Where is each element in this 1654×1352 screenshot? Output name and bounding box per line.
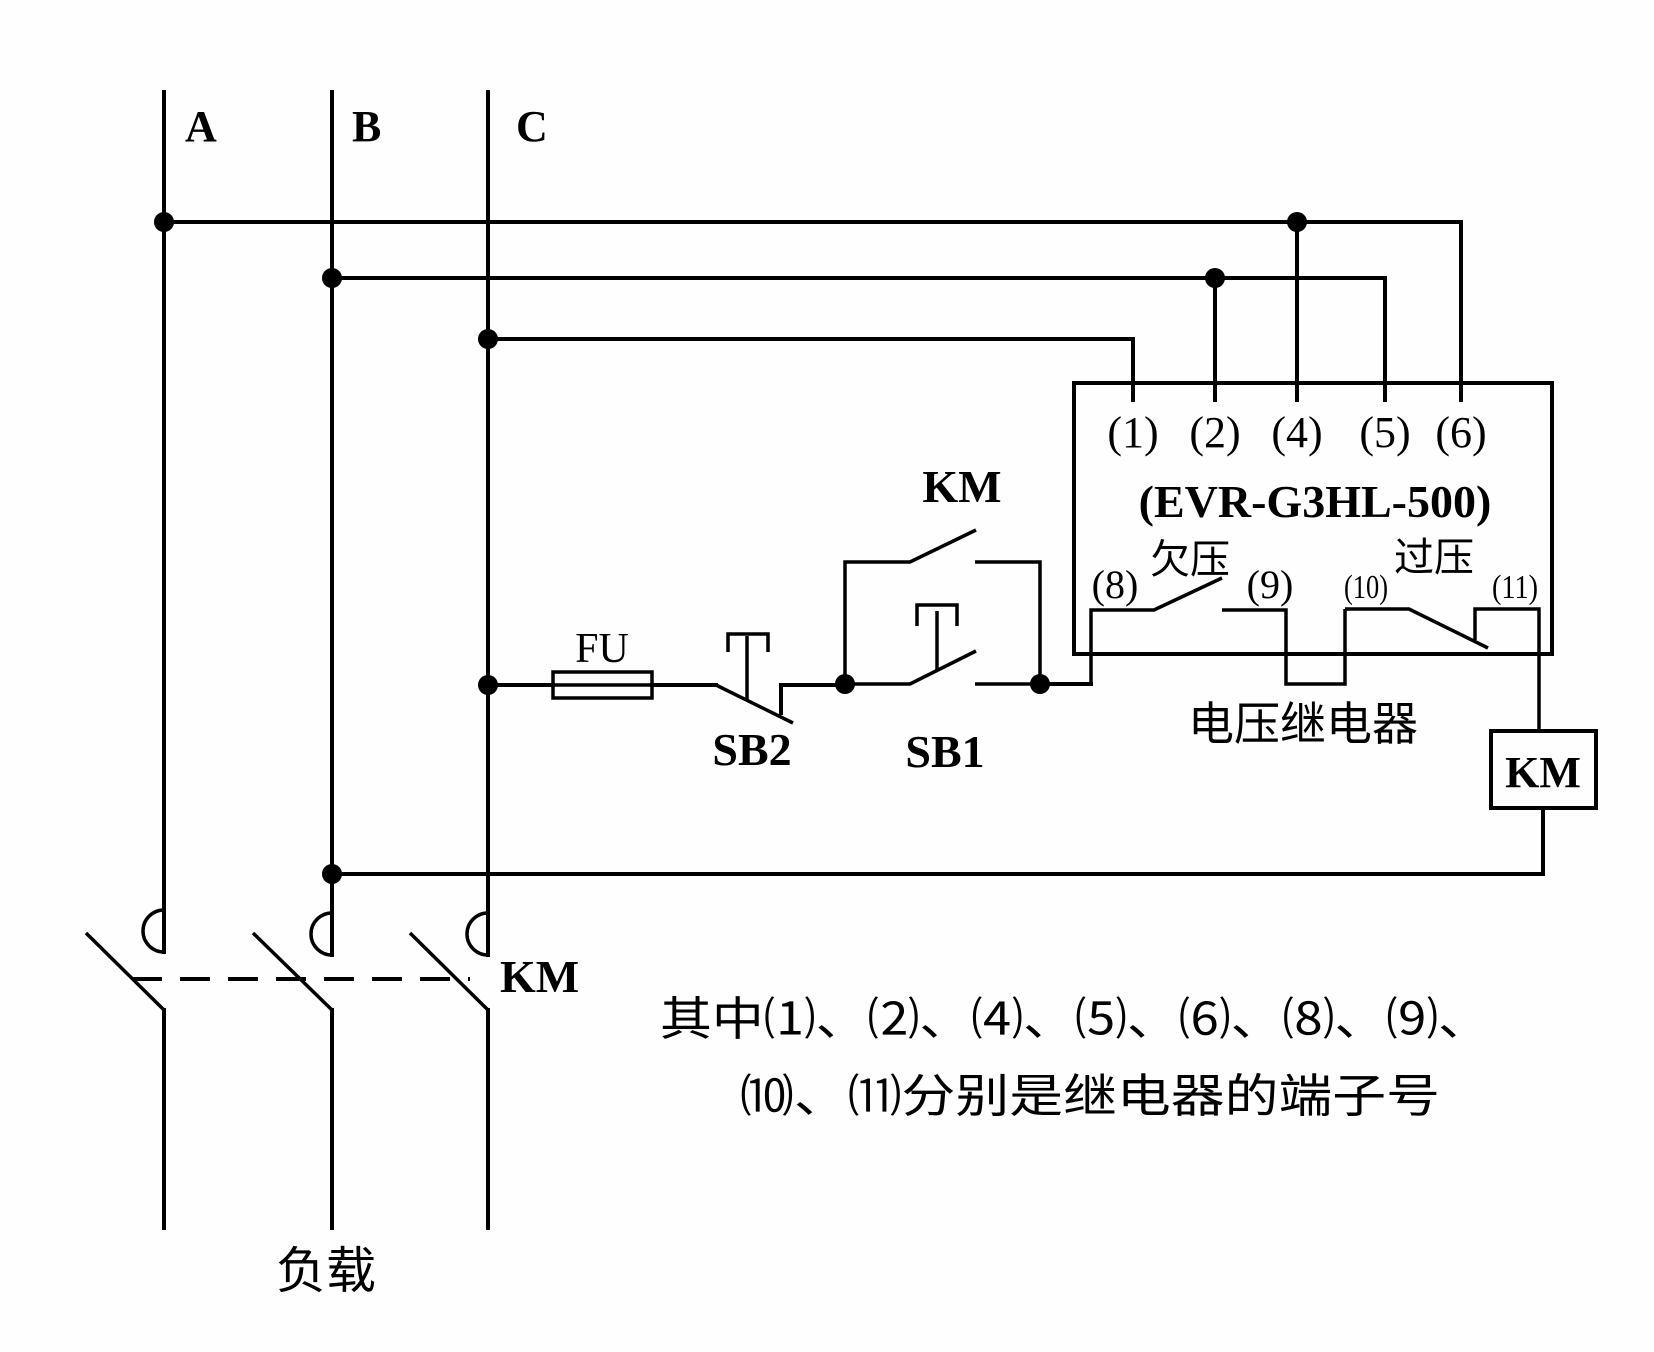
load-label: 负载 <box>276 1242 376 1300</box>
contactor-blade-a <box>84 931 166 1012</box>
terminal-9-label: (9) <box>1247 562 1294 607</box>
junction-dot-return <box>322 864 342 884</box>
phase-lines <box>162 90 490 1230</box>
terminal-4-label: (4) <box>1271 408 1322 457</box>
junction-dot-b <box>322 268 342 288</box>
km-coil-label: KM <box>1505 748 1581 797</box>
coil-return-wire <box>330 806 1545 876</box>
sb1-contact-left <box>845 649 977 686</box>
km-aux-left <box>843 528 977 684</box>
phase-b-label: B <box>352 102 381 151</box>
contactor-arc-b <box>309 911 333 957</box>
terminal-11-label: (11) <box>1492 569 1538 606</box>
note-line-1: 其中⑴、⑵、⑷、⑸、⑹、⑻、⑼、 <box>660 992 1490 1046</box>
contactor-arc-c <box>465 911 489 957</box>
sb2-contact-right <box>779 683 847 715</box>
phase-a-label: A <box>185 102 217 151</box>
overvoltage-contact-left <box>1345 607 1489 650</box>
control-circuit: FU SB2 KM SB1 KM <box>322 461 1598 884</box>
terminal-5-label: (5) <box>1359 408 1410 457</box>
phase-c-tap-wire <box>486 337 1135 402</box>
km-aux-label: KM <box>922 461 1001 512</box>
terminal-note: 其中⑴、⑵、⑷、⑸、⑹、⑻、⑼、 ⑽、⑾分别是继电器的端子号 <box>660 992 1490 1123</box>
overvoltage-contact-right <box>1473 607 1541 731</box>
sb1-label: SB1 <box>905 726 984 777</box>
voltage-relay: (1) (2) (4) (5) (6) (EVR-G3HL-500) (8) 欠… <box>1072 381 1554 751</box>
contactor-blade-b <box>251 931 334 1012</box>
sb2-label: SB2 <box>712 724 791 775</box>
note-line-2: ⑽、⑾分别是继电器的端子号 <box>740 1069 1440 1123</box>
contactor-arc-a <box>141 908 165 954</box>
contactor-blade-c <box>408 931 490 1012</box>
sb2-actuator-cap <box>726 632 770 652</box>
km-aux-contact <box>843 528 1042 684</box>
main-contactor: KM <box>84 908 579 1012</box>
km-aux-right <box>975 560 1042 684</box>
relay-box <box>1072 381 1554 656</box>
relay-model-label: (EVR-G3HL-500) <box>1139 476 1492 527</box>
stop-button-sb2 <box>715 632 847 725</box>
undervoltage-contact-left <box>1089 576 1223 684</box>
relay-sense-wiring <box>154 212 1463 402</box>
sb2-contact-blade <box>715 683 794 725</box>
undervoltage-label: 欠压 <box>1150 537 1230 583</box>
main-contactor-label: KM <box>500 951 579 1002</box>
junction-dot-a <box>154 212 174 232</box>
terminal-2-label: (2) <box>1189 408 1240 457</box>
start-button-sb1 <box>845 603 1040 686</box>
undervoltage-contact-right <box>1222 608 1347 686</box>
terminal-6-label: (6) <box>1435 408 1486 457</box>
junction-dot-t2 <box>1205 268 1225 288</box>
relay-name-label: 电压继电器 <box>1188 697 1418 751</box>
terminal-8-label: (8) <box>1092 562 1139 607</box>
terminal-1-label: (1) <box>1107 408 1158 457</box>
fuse-label: FU <box>575 626 629 672</box>
phase-c-label: C <box>516 102 548 151</box>
overvoltage-label: 过压 <box>1394 535 1474 581</box>
junction-dot-c <box>478 329 498 349</box>
sb1-actuator-cap <box>915 603 959 626</box>
junction-dot-t4 <box>1287 212 1307 232</box>
terminal-10-label: (10) <box>1344 569 1388 606</box>
phase-a-tap-wire <box>162 220 1463 402</box>
phase-b-tap-wire <box>330 276 1387 402</box>
